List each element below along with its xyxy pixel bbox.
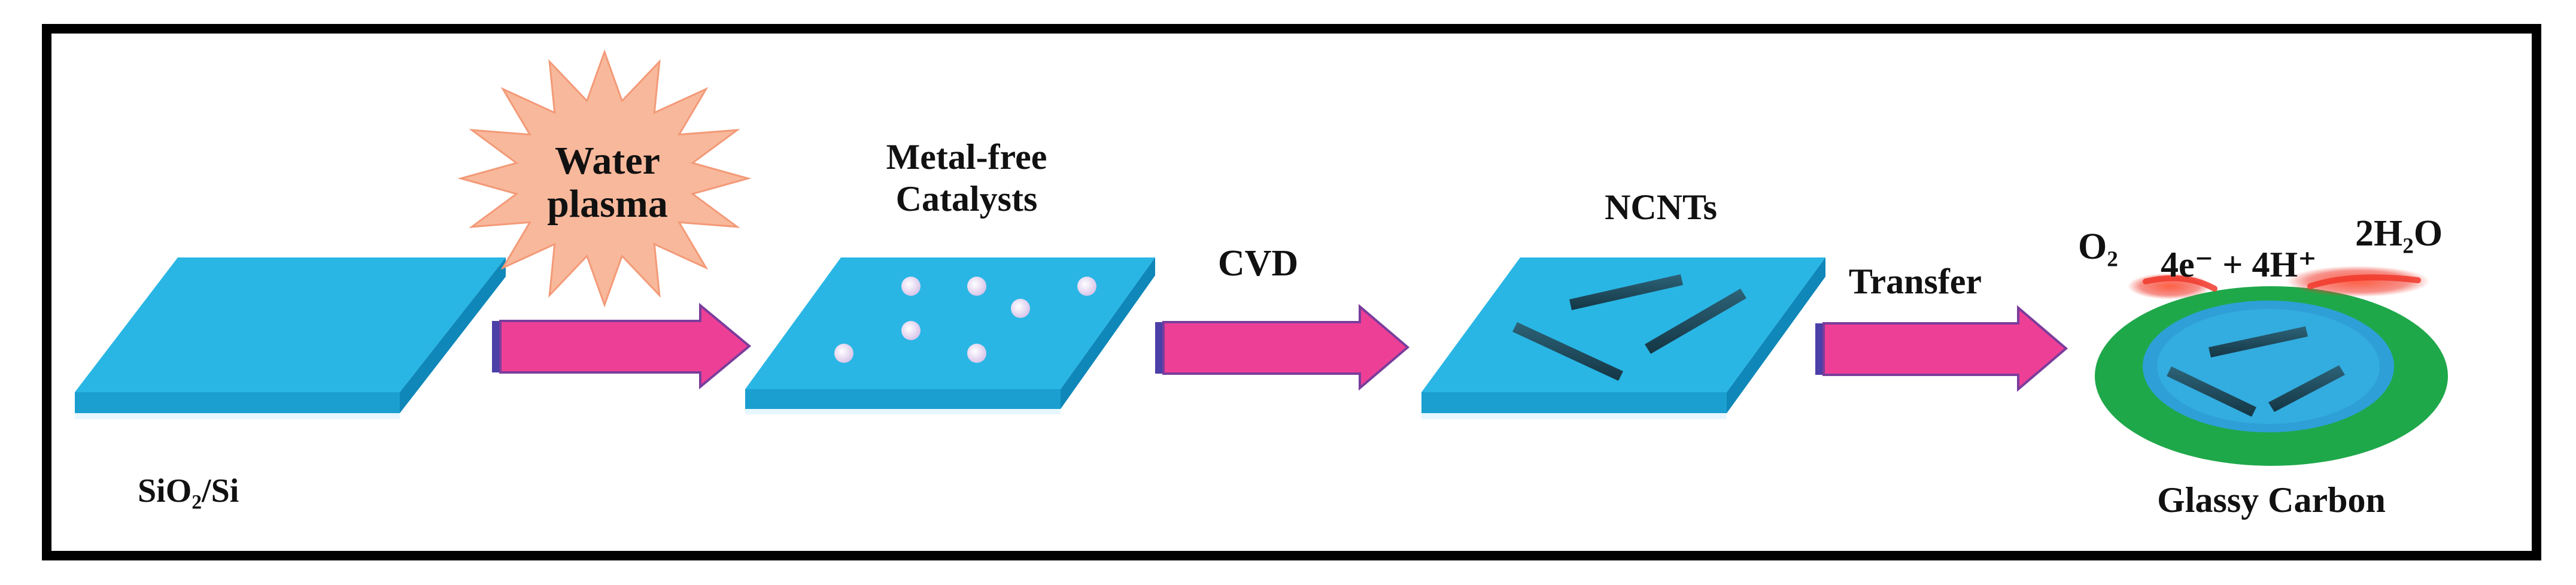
cvd-label: CVD bbox=[1218, 243, 1298, 284]
ncnt-plate bbox=[1421, 257, 1825, 419]
nanotubes bbox=[1512, 274, 1746, 381]
glassy-carbon-electrode bbox=[2095, 286, 2448, 466]
water-plasma-line1: Water bbox=[555, 139, 660, 183]
nanotube bbox=[2167, 366, 2256, 417]
nanotube bbox=[1512, 322, 1623, 381]
catalyst-dots bbox=[834, 277, 1096, 363]
transfer-label: Transfer bbox=[1849, 262, 1982, 301]
nanotube bbox=[2209, 326, 2308, 357]
water-plasma-starburst bbox=[457, 49, 752, 308]
catalyst-dot bbox=[901, 321, 921, 340]
nanotube bbox=[2268, 365, 2345, 412]
ncnts-label: NCNTs bbox=[1605, 187, 1717, 227]
catalyst-dot bbox=[901, 277, 921, 296]
substrate-label: SiO₂/Si bbox=[138, 472, 239, 510]
nanotube bbox=[1645, 289, 1746, 354]
arrow-cvd bbox=[1155, 304, 1410, 391]
catalysts-label-line2: Catalysts bbox=[896, 179, 1038, 219]
catalyst-dot bbox=[967, 344, 986, 363]
reaction-glow bbox=[2128, 266, 2430, 299]
arrow-transfer bbox=[1815, 305, 2068, 392]
electrode-nanotubes bbox=[2167, 326, 2345, 417]
catalyst-plate bbox=[745, 257, 1155, 414]
catalyst-dot bbox=[967, 277, 986, 296]
nanotube bbox=[1569, 274, 1683, 310]
o2-label: O₂ bbox=[2078, 226, 2118, 267]
catalysts-label-line1: Metal-free bbox=[886, 137, 1047, 177]
catalyst-dot bbox=[1011, 299, 1030, 318]
arrow-step1 bbox=[492, 302, 752, 390]
catalyst-dot bbox=[834, 344, 853, 363]
h2o-label: 2H₂O bbox=[2355, 213, 2443, 254]
substrate-plate bbox=[75, 257, 506, 419]
reaction-label: 4e⁻ + 4H⁺ bbox=[2161, 245, 2317, 284]
catalyst-dot bbox=[1077, 277, 1096, 296]
water-plasma-line2: plasma bbox=[547, 182, 668, 226]
glassy-carbon-label: Glassy Carbon bbox=[2157, 480, 2386, 520]
